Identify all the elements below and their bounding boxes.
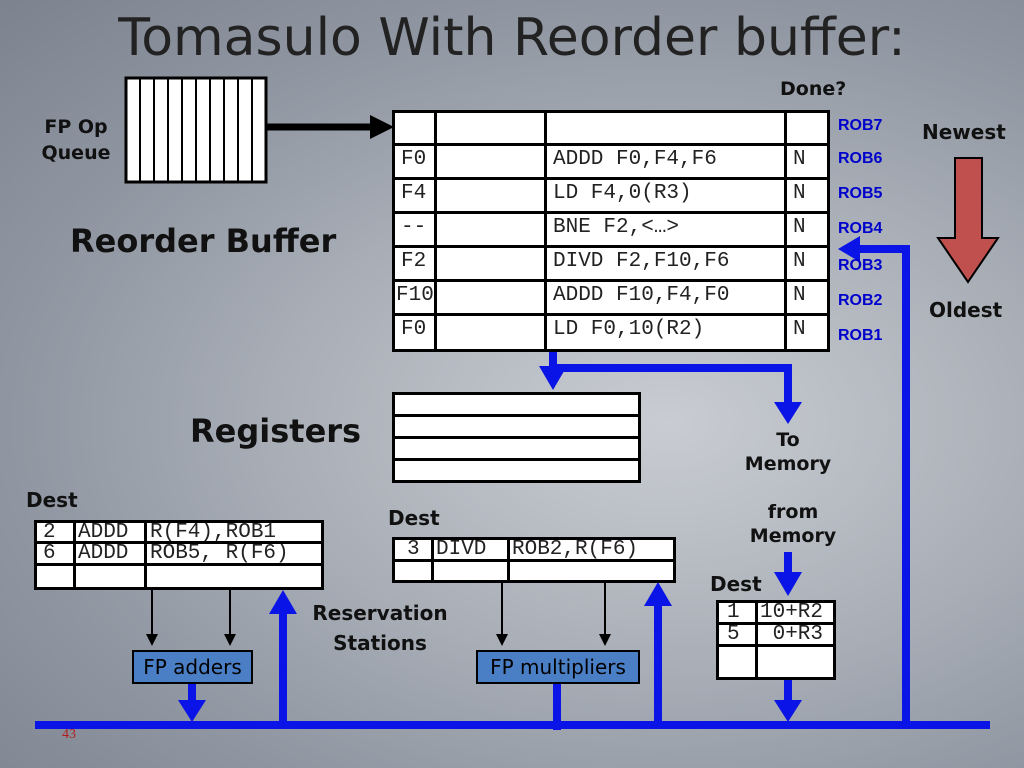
rs-to-unit-arrows xyxy=(146,582,611,646)
rob-instr-cell xyxy=(544,110,787,146)
rob-dest-cell: F2 xyxy=(392,245,437,282)
oldest-label: Oldest xyxy=(929,298,1003,322)
fp-adders-unit: FP adders xyxy=(132,650,253,684)
load-addr-cell: 10+R2 xyxy=(755,600,836,625)
slide-title: Tomasulo With Reorder buffer: xyxy=(118,8,906,68)
newest-to-oldest-arrow xyxy=(936,157,1000,284)
load-dest-cell: 5 xyxy=(716,622,758,647)
rs-dest-cell xyxy=(34,563,76,590)
fp-op-queue-label-line2: Queue xyxy=(41,142,111,164)
rob-entry-label: ROB3 xyxy=(838,257,883,274)
reservation-stations-line1: Reservation xyxy=(312,601,448,625)
rs-op-cell xyxy=(431,559,510,583)
rob-done-cell: N xyxy=(784,143,830,180)
fp-op-queue xyxy=(124,76,268,184)
rs-dest-cell xyxy=(392,559,434,583)
from-memory-line1: from xyxy=(767,501,819,523)
common-data-bus xyxy=(35,236,990,730)
rob-entry-label: ROB6 xyxy=(838,150,883,167)
fp-op-queue-label-line1: FP Op xyxy=(44,116,108,138)
newest-label: Newest xyxy=(922,120,1006,144)
rob-entry-label: ROB7 xyxy=(838,117,883,134)
rs-operands-cell xyxy=(507,559,676,583)
rob-value-cell xyxy=(434,143,547,180)
page-number: 43 xyxy=(62,727,76,742)
rob-done-cell: N xyxy=(784,313,830,352)
load-addr-cell xyxy=(755,644,836,680)
register-row xyxy=(392,458,641,483)
rob-dest-cell: F4 xyxy=(392,177,437,214)
rob-value-cell xyxy=(434,313,547,352)
reservation-stations-label: Reservation Stations xyxy=(300,598,460,658)
rob-instr-cell: DIVD F2,F10,F6 xyxy=(544,245,787,282)
rob-instr-cell: BNE F2,<…> xyxy=(544,211,787,248)
load-buffer-dest-label: Dest xyxy=(710,572,762,596)
to-memory-label: To Memory xyxy=(738,428,838,476)
rob-instr-cell: LD F0,10(R2) xyxy=(544,313,787,352)
rs-operands-cell xyxy=(144,563,324,590)
from-memory-line2: Memory xyxy=(749,525,837,547)
reorder-buffer-label: Reorder Buffer xyxy=(70,222,337,260)
fp-op-queue-label: FP Op Queue xyxy=(34,114,118,166)
rob-done-cell: N xyxy=(784,279,830,316)
rob-instr-cell: ADDD F10,F4,F0 xyxy=(544,279,787,316)
rob-dest-cell xyxy=(392,110,437,146)
to-memory-line1: To xyxy=(776,429,800,451)
rob-entry-label: ROB2 xyxy=(838,292,883,309)
fp-multipliers-unit: FP multipliers xyxy=(476,650,640,684)
rob-done-cell: N xyxy=(784,211,830,248)
rob-dest-cell: F10 xyxy=(392,279,437,316)
rob-entry-label: ROB4 xyxy=(838,220,883,237)
rob-value-cell xyxy=(434,279,547,316)
register-row xyxy=(392,436,641,461)
rob-instr-cell: ADDD F0,F4,F6 xyxy=(544,143,787,180)
done-label: Done? xyxy=(780,78,847,100)
registers-label: Registers xyxy=(190,412,362,450)
rob-value-cell xyxy=(434,211,547,248)
rob-entry-label: ROB5 xyxy=(838,185,883,202)
adders-reservation-station: 2 ADDD R(F4),ROB1 6 ADDD ROB5, R(F6) xyxy=(34,520,324,590)
reservation-stations-line2: Stations xyxy=(333,631,427,655)
rs-op-cell: DIVD xyxy=(431,537,510,562)
rob-value-cell xyxy=(434,245,547,282)
rob-value-cell xyxy=(434,177,547,214)
rob-dest-cell: F0 xyxy=(392,313,437,352)
rob-dest-cell: -- xyxy=(392,211,437,248)
rob-done-cell: N xyxy=(784,245,830,282)
multipliers-reservation-station: 3 DIVD ROB2,R(F6) xyxy=(392,537,676,583)
load-buffer: 1 10+R2 5 0+R3 xyxy=(716,600,836,680)
register-file-table xyxy=(392,392,641,486)
rs-dest-cell: 2 xyxy=(34,520,76,544)
adders-rs-dest-label: Dest xyxy=(26,488,78,512)
to-memory-line2: Memory xyxy=(744,453,832,475)
rs-op-cell xyxy=(73,563,147,590)
reorder-buffer-table: F0 ADDD F0,F4,F6 N F4 LD F4,0(R3) N -- B… xyxy=(392,110,830,352)
rob-done-cell xyxy=(784,110,830,146)
rob-value-cell xyxy=(434,110,547,146)
from-memory-label: from Memory xyxy=(738,500,848,548)
rob-instr-cell: LD F4,0(R3) xyxy=(544,177,787,214)
rob-entry-label: ROB1 xyxy=(838,327,883,344)
rob-done-cell: N xyxy=(784,177,830,214)
queue-to-rob-arrow xyxy=(266,115,394,139)
mult-rs-dest-label: Dest xyxy=(388,506,440,530)
load-dest-cell xyxy=(716,644,758,680)
rob-dest-cell: F0 xyxy=(392,143,437,180)
